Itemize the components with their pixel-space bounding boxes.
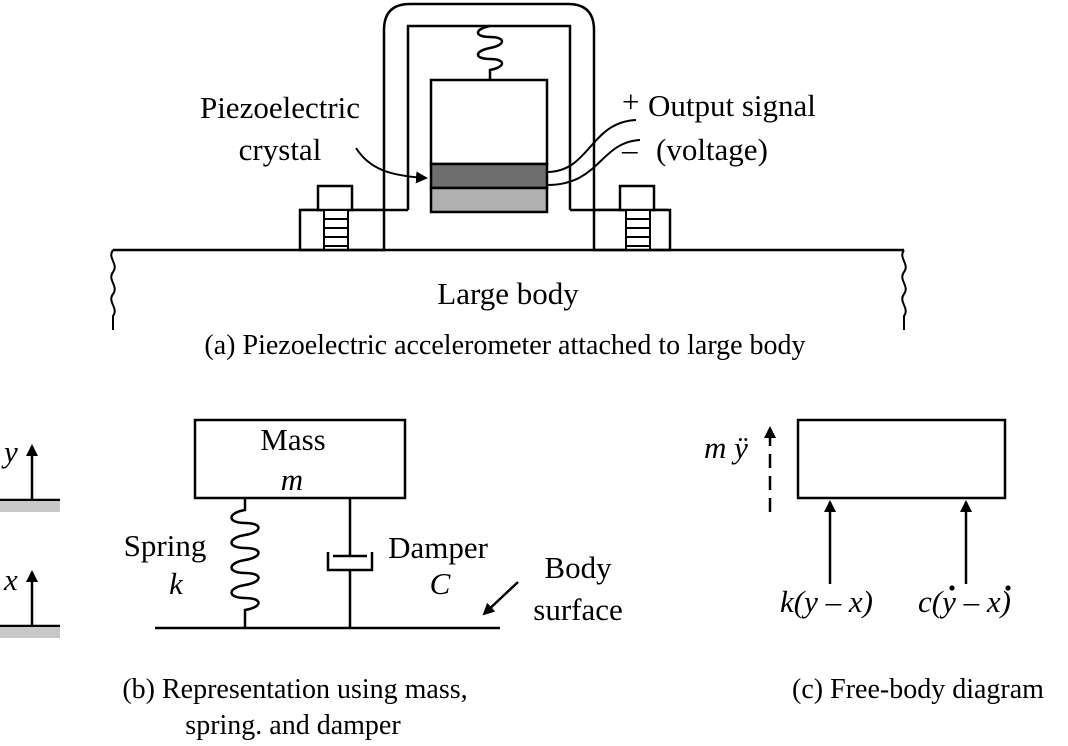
body-surface-arrow [482, 581, 519, 616]
seismic-mass [429, 78, 549, 166]
body-surface-label-1: Body [544, 550, 612, 585]
damper-symbol: C [430, 566, 451, 601]
spring-symbol: k [169, 566, 184, 601]
panel-c: m ÿ k(y – x) c(y – x) (c) Free-body diag… [704, 418, 1044, 705]
output-wire-plus [546, 119, 637, 173]
right-bolt [592, 184, 672, 252]
mass-symbol: m [281, 462, 303, 497]
panel-b: y x Mass m Spring k Damper C Body surfac… [0, 418, 623, 741]
large-body-label: Large body [437, 276, 579, 311]
housing-spring [476, 24, 504, 80]
damper-label: Damper [388, 530, 489, 565]
minus-sign: – [621, 132, 638, 167]
output-signal-label: Output signal [648, 88, 816, 123]
damper-force-label: c(y – x) [918, 584, 1011, 619]
body-right-break [901, 249, 907, 330]
damper [326, 498, 374, 628]
plus-sign: + [622, 84, 639, 119]
body-left-break [110, 249, 116, 330]
spring [230, 498, 260, 628]
crystal-arrow [355, 147, 428, 184]
output-wire-minus [546, 139, 641, 186]
caption-b-line2: spring. and damper [185, 710, 401, 741]
left-bolt [298, 184, 386, 252]
caption-a: (a) Piezoelectric accelerometer attached… [204, 330, 805, 361]
caption-b-line1: (b) Representation using mass, [122, 674, 467, 705]
crystal-label-line1: Piezoelectric [200, 90, 360, 125]
y-axis-label: y [1, 434, 18, 469]
x-axis-label: x [3, 562, 18, 597]
caption-c: (c) Free-body diagram [792, 674, 1044, 705]
spring-force-label: k(y – x) [780, 584, 873, 619]
output-voltage-label: (voltage) [656, 132, 768, 167]
mass-label: Mass [260, 422, 325, 457]
crystal-base [429, 186, 549, 214]
y-ground [0, 501, 60, 512]
ydot-dot [949, 585, 955, 591]
body-surface-label-2: surface [533, 592, 623, 627]
x-ground [0, 627, 60, 638]
spring-label: Spring [124, 528, 207, 563]
xdot-dot [1005, 585, 1011, 591]
free-body-block [796, 418, 1007, 500]
inertia-label: m ÿ [704, 430, 748, 465]
crystal-label-line2: crystal [239, 132, 322, 167]
panel-a: Piezoelectric crystal + – Output signal … [110, 2, 907, 361]
mass-block [193, 418, 407, 500]
piezo-crystal [429, 162, 549, 190]
